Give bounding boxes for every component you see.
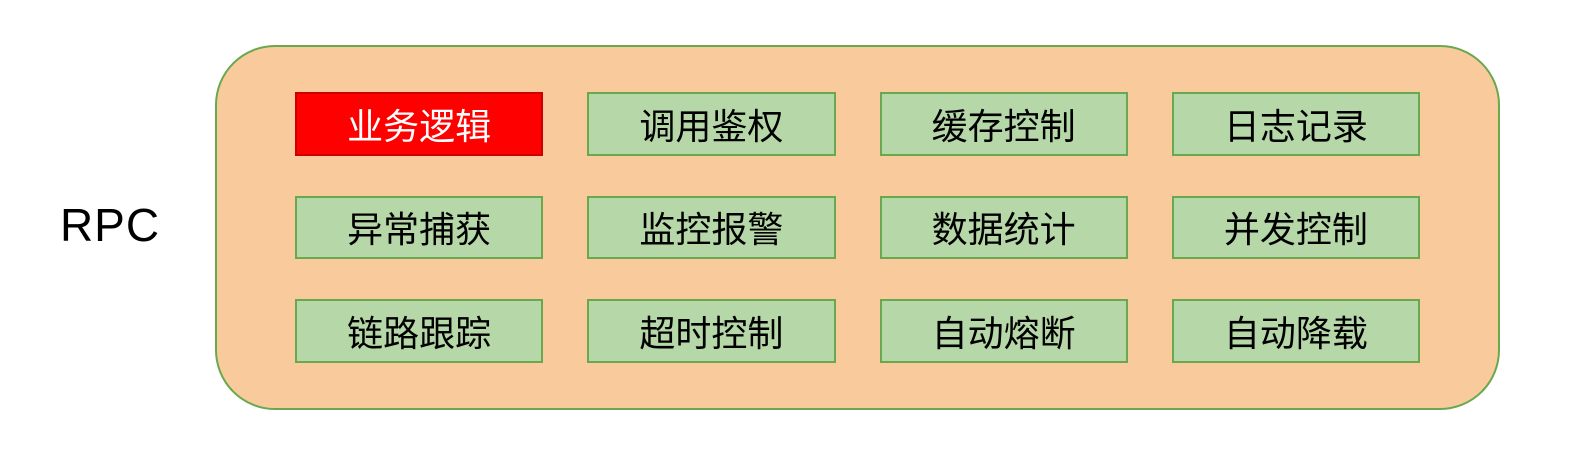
feature-box-business-logic: 业务逻辑 bbox=[295, 92, 544, 156]
feature-box-exception-capture: 异常捕获 bbox=[295, 195, 544, 260]
feature-box-concurrency-control: 并发控制 bbox=[1171, 195, 1420, 260]
rpc-title: RPC bbox=[59, 199, 161, 251]
feature-box-cache-control: 缓存控制 bbox=[879, 92, 1128, 156]
feature-box-call-authentication: 调用鉴权 bbox=[587, 92, 836, 156]
feature-box-monitoring-alerts: 监控报警 bbox=[587, 195, 836, 260]
rpc-feature-panel: 业务逻辑 调用鉴权 缓存控制 日志记录 异常捕获 监控报警 数据统计 并发控制 … bbox=[215, 45, 1500, 410]
feature-box-circuit-breaker: 自动熔断 bbox=[879, 299, 1128, 363]
feature-box-data-statistics: 数据统计 bbox=[879, 195, 1128, 260]
feature-box-load-shedding: 自动降载 bbox=[1171, 299, 1420, 363]
feature-box-link-tracing: 链路跟踪 bbox=[295, 299, 544, 363]
feature-box-logging: 日志记录 bbox=[1171, 92, 1420, 156]
feature-box-timeout-control: 超时控制 bbox=[587, 299, 836, 363]
